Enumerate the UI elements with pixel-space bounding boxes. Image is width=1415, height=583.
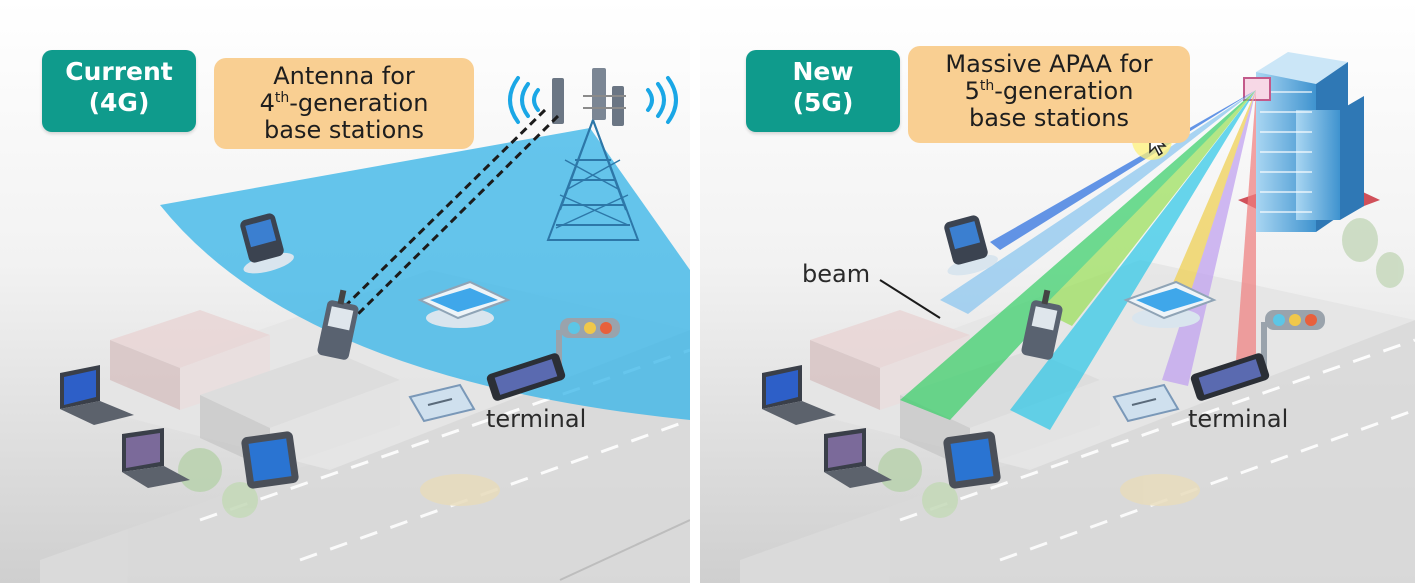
callout-line-3: base stations <box>969 104 1129 132</box>
laptop-icon <box>60 365 134 425</box>
beam-pointer-line <box>879 279 941 319</box>
car-icon <box>1120 474 1200 506</box>
callout-line-2: 5th-generation <box>964 77 1134 105</box>
tablet-icon <box>241 431 299 489</box>
phone-icon <box>240 213 294 274</box>
phone-icon <box>944 215 998 276</box>
tower-icon <box>546 68 640 241</box>
tablet-icon <box>417 280 511 328</box>
callout-line-1: Antenna for <box>273 62 415 90</box>
terminal-label: terminal <box>486 405 587 433</box>
city-scene-5g <box>700 0 1415 583</box>
tablet-icon <box>943 431 1001 489</box>
generation-badge-5g: New (5G) <box>746 50 900 132</box>
phone-icon <box>1021 289 1063 360</box>
antenna-callout-5g: Massive APAA for 5th-generation base sta… <box>908 46 1190 143</box>
badge-title: New <box>792 57 854 86</box>
callout-line-2: 4th-generation <box>259 89 429 117</box>
car-icon <box>420 474 500 506</box>
callout-line-3: base stations <box>264 116 424 144</box>
building-icon <box>1238 52 1380 232</box>
callout-line-1: Massive APAA for <box>945 50 1153 78</box>
panel-5g: New (5G) Massive APAA for 5th-generation… <box>700 0 1415 583</box>
generation-badge-4g: Current (4G) <box>42 50 196 132</box>
tablet-icon <box>1123 280 1217 328</box>
phone-icon <box>486 353 566 401</box>
badge-title: Current <box>65 57 173 86</box>
phone-icon <box>1190 353 1270 401</box>
beam-label: beam <box>802 260 871 288</box>
tablet-icon <box>408 383 476 423</box>
phone-icon <box>317 289 359 360</box>
antenna-callout-4g: Antenna for 4th-generation base stations <box>214 58 474 149</box>
badge-subtitle: (4G) <box>88 88 150 117</box>
badge-subtitle: (5G) <box>792 88 854 117</box>
laptop-icon <box>762 365 836 425</box>
panel-4g: Current (4G) Antenna for 4th-generation … <box>0 0 690 583</box>
traffic-light-icon <box>556 318 620 380</box>
apaa-antenna-icon <box>1243 77 1271 101</box>
laptop-icon <box>122 428 190 488</box>
laptop-icon <box>824 428 892 488</box>
link-lines <box>334 108 560 324</box>
terminal-label: terminal <box>1188 405 1289 433</box>
signal-wave-icon <box>508 76 678 124</box>
tablet-icon <box>1112 383 1180 423</box>
traffic-light-icon <box>1261 310 1325 372</box>
